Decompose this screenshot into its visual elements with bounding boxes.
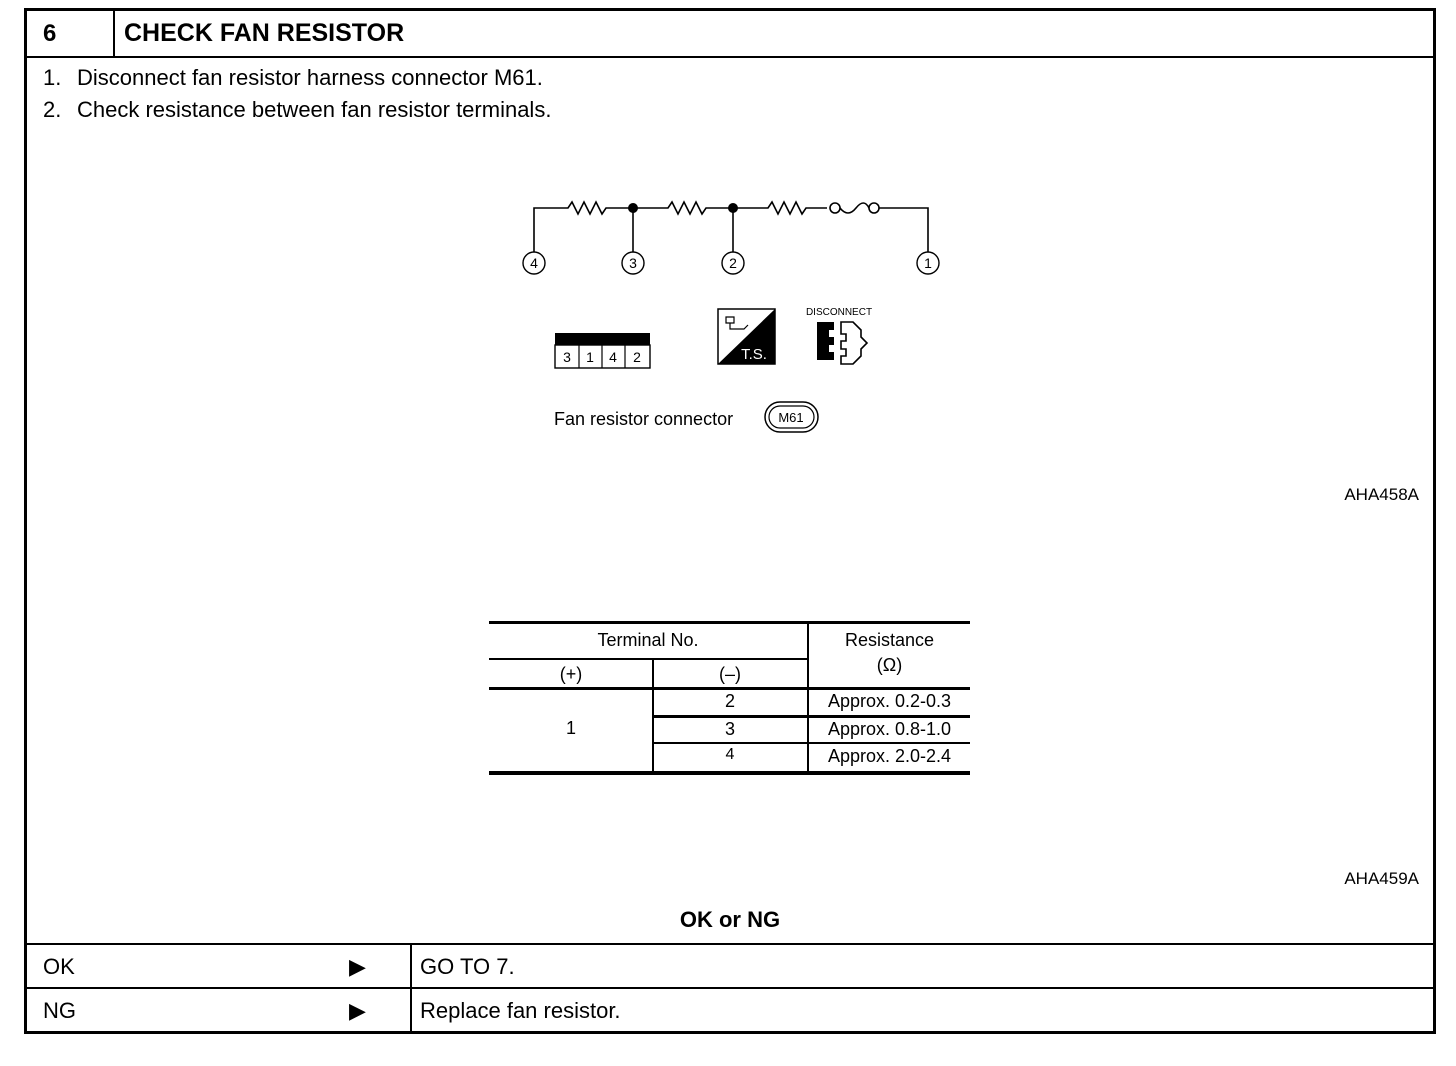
step-title: CHECK FAN RESISTOR xyxy=(124,19,405,47)
instruction-number: 2. xyxy=(43,97,62,122)
instruction-text: Check resistance between fan resistor te… xyxy=(77,97,552,122)
circuit-wire xyxy=(533,200,827,261)
plus-terminal: 1 xyxy=(565,718,576,738)
disconnect-label: DISCONNECT xyxy=(806,307,872,318)
junction-dot xyxy=(628,203,638,213)
terminal-no-header: Terminal No. xyxy=(597,630,699,650)
figure-id: AHA458A xyxy=(1344,485,1419,504)
instruction-1: 1. Disconnect fan resistor harness connec… xyxy=(43,65,543,91)
result-row-ok: OK ▶ GO TO 7. xyxy=(27,943,1433,988)
connector-id-badge: M61 xyxy=(764,401,819,433)
minus-header: (–) xyxy=(719,664,741,684)
result-action: GO TO 7. xyxy=(410,945,1420,988)
minus-terminal: 3 xyxy=(724,719,735,739)
arrow-right-icon: ▶ xyxy=(349,998,366,1023)
resistance-unit: (Ω) xyxy=(876,655,903,675)
resistance-value: Approx. 0.2-0.3 xyxy=(827,691,952,711)
procedure-frame: 6 CHECK FAN RESISTOR 1. Disconnect fan re… xyxy=(24,8,1436,1034)
table-top-rule xyxy=(489,621,970,624)
terminal-circle-3 xyxy=(621,251,645,275)
table-bottom-rule xyxy=(489,771,970,775)
table-rule xyxy=(653,715,970,718)
connector-caption: Fan resistor connector xyxy=(554,409,733,429)
terminal-circle-2 xyxy=(721,251,745,275)
result-label: NG xyxy=(43,998,76,1023)
resistance-value: Approx. 2.0-2.4 xyxy=(827,746,952,766)
table-column-line xyxy=(652,659,654,772)
connector-pin: 2 xyxy=(633,349,641,365)
junction-dot xyxy=(728,203,738,213)
terminal-circle-4 xyxy=(522,251,546,275)
instruction-text: Disconnect fan resistor harness connecto… xyxy=(77,65,543,90)
minus-terminal: 2 xyxy=(724,691,735,711)
result-action: Replace fan resistor. xyxy=(410,989,1420,1032)
result-label: OK xyxy=(43,954,75,979)
resistance-table: Terminal No. (+) (–) Resistance (Ω) 1 2 … xyxy=(489,621,970,775)
terminal-label: 1 xyxy=(924,255,932,271)
connector-face: 3 1 4 2 xyxy=(554,333,651,369)
circuit-wire xyxy=(879,207,929,261)
table-rule xyxy=(489,658,807,660)
connector-pin: 1 xyxy=(586,349,594,365)
ts-label: T.S. xyxy=(741,346,767,363)
connector-pin: 3 xyxy=(563,349,571,365)
fan-resistor-circuit-diagram: 4 3 2 1 3 1 4 2 T.S. xyxy=(522,200,940,433)
terminal-circle-1 xyxy=(916,251,940,275)
connector-pin: 4 xyxy=(609,349,617,365)
terminal-label: 2 xyxy=(729,255,737,271)
resistance-value: Approx. 0.8-1.0 xyxy=(827,719,952,739)
step-header: 6 CHECK FAN RESISTOR xyxy=(27,11,1433,58)
tester-icon: T.S. xyxy=(717,308,776,365)
fuse-link xyxy=(839,202,870,214)
arrow-right-icon: ▶ xyxy=(349,954,366,979)
resistance-header: Resistance xyxy=(844,630,935,650)
terminal-label: 3 xyxy=(629,255,637,271)
instruction-2: 2. Check resistance between fan resistor … xyxy=(43,97,551,123)
ok-or-ng-prompt: OK or NG xyxy=(679,907,781,932)
terminal-label: 4 xyxy=(530,255,538,271)
table-column-line xyxy=(807,621,809,772)
instruction-number: 1. xyxy=(43,65,62,90)
plus-header: (+) xyxy=(559,664,583,684)
connector-id: M61 xyxy=(778,410,803,425)
minus-terminal: 4 xyxy=(725,746,735,763)
disconnect-icon: DISCONNECT xyxy=(806,307,872,365)
fuse-terminal-right xyxy=(868,202,880,214)
fuse-terminal-left xyxy=(829,202,841,214)
step-number: 6 xyxy=(27,11,115,56)
table-rule xyxy=(489,687,970,690)
figure-id: AHA459A xyxy=(1344,869,1419,888)
table-rule xyxy=(653,742,970,744)
result-row-ng: NG ▶ Replace fan resistor. xyxy=(27,987,1433,1032)
